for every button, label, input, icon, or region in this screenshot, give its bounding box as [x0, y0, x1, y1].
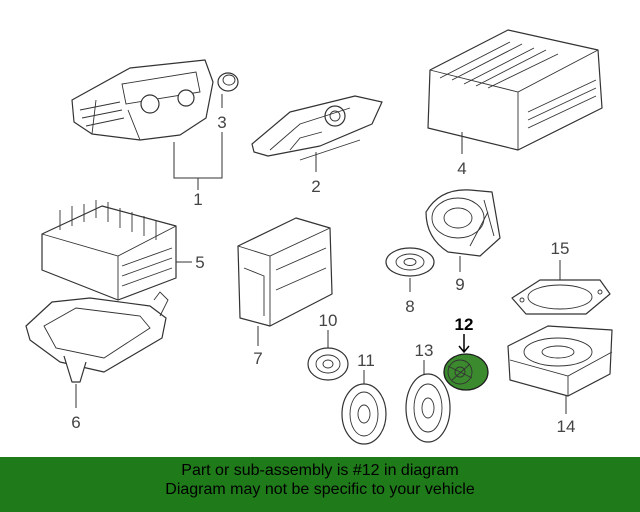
part-9-speaker	[425, 189, 501, 257]
notice-banner: Part or sub-assembly is #12 in diagram D…	[0, 457, 640, 512]
banner-line-2: Diagram may not be specific to your vehi…	[165, 481, 475, 498]
part-12-leader-arrow	[458, 334, 470, 354]
part-3-knob	[217, 72, 239, 92]
callout-2: 2	[311, 177, 320, 196]
part-15-gasket	[511, 279, 611, 315]
part-11-speaker	[341, 383, 387, 445]
callout-13: 13	[415, 341, 434, 360]
callout-12: 12	[455, 315, 474, 334]
callout-10: 10	[319, 311, 338, 330]
parts-diagram: 1 2 3 4 5 6 7 8 9 10 11 12 13 14 15	[25, 29, 613, 445]
callout-4: 4	[457, 159, 466, 178]
callout-15: 15	[551, 239, 570, 258]
part-6-bracket	[25, 291, 169, 383]
part-14-subwoofer	[507, 325, 613, 397]
part-13-speaker	[405, 373, 451, 443]
part-2-control-panel	[251, 95, 383, 161]
callout-9: 9	[455, 275, 464, 294]
callout-5: 5	[195, 253, 204, 272]
part-5-amplifier	[41, 200, 177, 301]
part-12-highlighted-speaker	[443, 353, 489, 391]
callout-8: 8	[405, 297, 414, 316]
part-1-radio-head-unit	[71, 59, 214, 141]
callout-3: 3	[217, 113, 226, 132]
callout-1: 1	[193, 190, 202, 209]
part-10-speaker	[307, 347, 349, 381]
banner-line-1: Part or sub-assembly is #12 in diagram	[181, 462, 459, 479]
part-7-control-module	[237, 217, 333, 327]
callout-14: 14	[557, 417, 576, 436]
part-4-media-module	[427, 29, 603, 151]
part-8-tweeter	[385, 247, 435, 277]
callout-11: 11	[357, 351, 375, 370]
callout-7: 7	[253, 349, 262, 368]
callout-6: 6	[71, 413, 80, 432]
